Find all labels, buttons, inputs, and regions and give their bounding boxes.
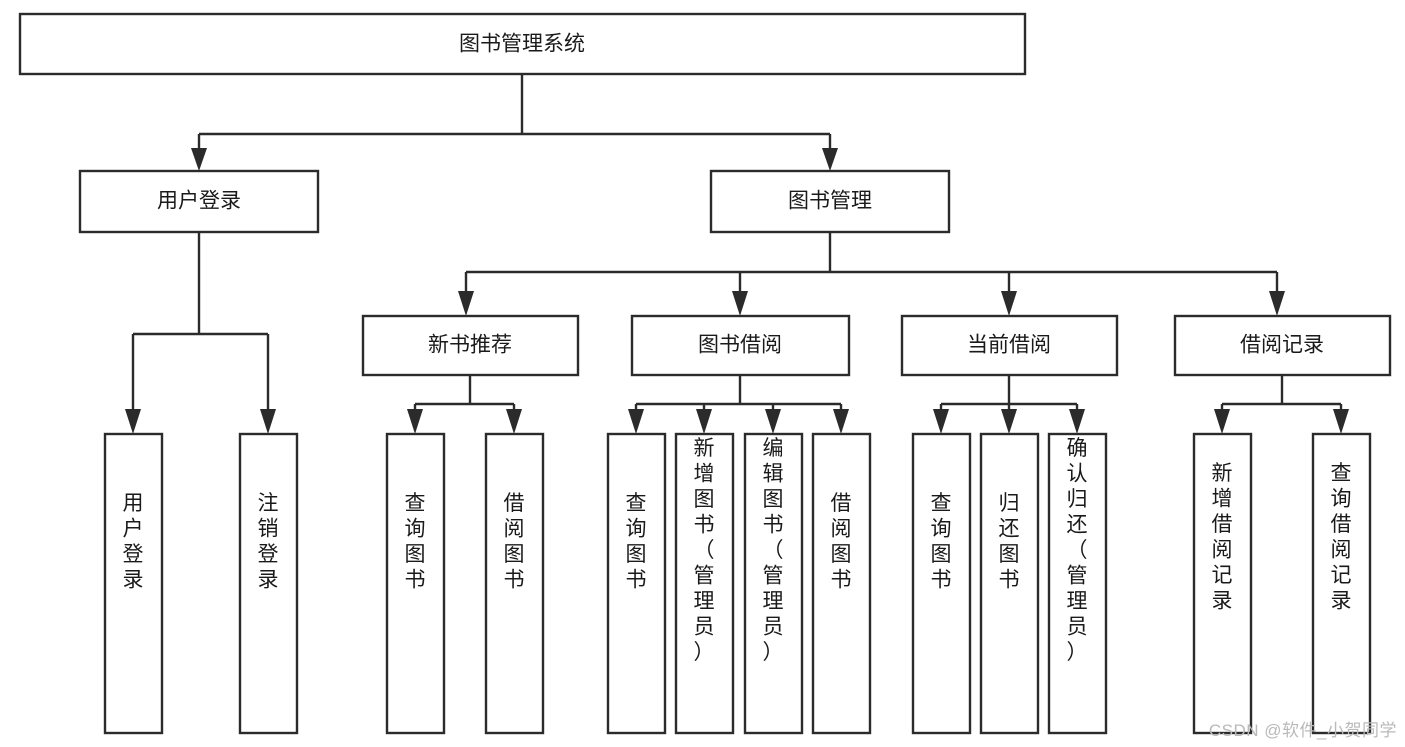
node-borrow-record[interactable]: 借阅记录 xyxy=(1173,314,1392,377)
arrow-to-leaf-add-record xyxy=(1214,409,1230,434)
node-leaf-borrow-book-1[interactable]: 借阅图书 xyxy=(484,432,545,735)
node-borrow-record-box[interactable] xyxy=(1173,314,1392,377)
node-leaf-add-book[interactable]: 新增图书（管理员） xyxy=(674,432,735,735)
node-leaf-user-logout-box[interactable] xyxy=(238,432,299,735)
arrow-to-leaf-add-book xyxy=(696,409,712,434)
node-book-borrow[interactable]: 图书借阅 xyxy=(630,314,851,377)
node-leaf-query-book-2-label: 查询图书 xyxy=(626,492,647,592)
node-new-book-rec-label: 新书推荐 xyxy=(428,334,512,357)
node-leaf-add-book-label: 新增图书（管理员） xyxy=(694,437,715,664)
arrow-to-leaf-user-login xyxy=(125,409,141,434)
node-user-login-box[interactable] xyxy=(78,169,320,234)
node-root-label: 图书管理系统 xyxy=(459,33,585,56)
node-current-borrow-label: 当前借阅 xyxy=(967,334,1051,357)
arrow-to-borrow-record xyxy=(1269,291,1285,316)
node-leaf-add-record-box[interactable] xyxy=(1192,432,1253,735)
node-leaf-query-book-3-box[interactable] xyxy=(911,432,972,735)
arrow-to-leaf-user-logout xyxy=(260,409,276,434)
node-book-borrow-box[interactable] xyxy=(630,314,851,377)
node-leaf-query-book-2-box[interactable] xyxy=(606,432,667,735)
arrow-to-new-book-rec xyxy=(458,291,474,316)
node-leaf-return-book[interactable]: 归还图书 xyxy=(979,432,1040,735)
node-leaf-query-book-1[interactable]: 查询图书 xyxy=(385,432,446,735)
arrow-to-leaf-edit-book xyxy=(765,409,781,434)
node-leaf-edit-book-box[interactable] xyxy=(743,432,804,735)
arrow-to-leaf-query-record xyxy=(1333,409,1349,434)
arrow-to-leaf-borrow-book-2 xyxy=(833,409,849,434)
node-leaf-return-book-label: 归还图书 xyxy=(999,492,1020,592)
arrow-to-book-borrow xyxy=(732,291,748,316)
node-current-borrow-box[interactable] xyxy=(900,314,1119,377)
node-leaf-borrow-book-1-label: 借阅图书 xyxy=(504,492,525,592)
node-leaf-add-record-label: 新增借阅记录 xyxy=(1212,462,1233,613)
node-leaf-confirm-return-label: 确认归还（管理员） xyxy=(1067,437,1088,664)
arrow-to-leaf-return-book xyxy=(1001,409,1017,434)
node-leaf-borrow-book-2[interactable]: 借阅图书 xyxy=(811,432,872,735)
arrow-to-leaf-query-book-2 xyxy=(628,409,644,434)
node-leaf-query-book-2[interactable]: 查询图书 xyxy=(606,432,667,735)
node-leaf-query-record-label: 查询借阅记录 xyxy=(1331,462,1352,613)
node-leaf-query-record[interactable]: 查询借阅记录 xyxy=(1311,432,1372,735)
node-leaf-add-record[interactable]: 新增借阅记录 xyxy=(1192,432,1253,735)
node-book-borrow-label: 图书借阅 xyxy=(698,334,782,357)
node-leaf-confirm-return[interactable]: 确认归还（管理员） xyxy=(1047,432,1108,735)
node-leaf-user-login[interactable]: 用户登录 xyxy=(103,432,164,735)
node-leaf-return-book-box[interactable] xyxy=(979,432,1040,735)
arrow-to-book-manage xyxy=(822,148,838,171)
node-leaf-user-login-box[interactable] xyxy=(103,432,164,735)
arrow-to-user-login xyxy=(191,148,207,171)
arrow-to-current-borrow xyxy=(1001,291,1017,316)
node-new-book-rec[interactable]: 新书推荐 xyxy=(361,314,580,377)
node-new-book-rec-box[interactable] xyxy=(361,314,580,377)
node-leaf-user-logout-label: 注销登录 xyxy=(258,492,279,592)
node-book-manage-label: 图书管理 xyxy=(788,190,872,213)
node-leaf-query-book-1-label: 查询图书 xyxy=(405,492,426,592)
node-leaf-query-book-3[interactable]: 查询图书 xyxy=(911,432,972,735)
node-leaf-add-book-box[interactable] xyxy=(674,432,735,735)
edge-layer xyxy=(125,74,1349,434)
arrow-to-leaf-confirm-return xyxy=(1069,409,1085,434)
node-leaf-edit-book-label: 编辑图书（管理员） xyxy=(763,437,784,664)
node-book-manage[interactable]: 图书管理 xyxy=(709,169,951,234)
node-user-login-label: 用户登录 xyxy=(157,190,241,213)
arrow-to-leaf-query-book-1 xyxy=(407,409,423,434)
node-leaf-query-book-1-box[interactable] xyxy=(385,432,446,735)
node-user-login[interactable]: 用户登录 xyxy=(78,169,320,234)
arrow-to-leaf-query-book-3 xyxy=(933,409,949,434)
node-current-borrow[interactable]: 当前借阅 xyxy=(900,314,1119,377)
node-leaf-user-login-label: 用户登录 xyxy=(123,492,144,592)
node-root[interactable]: 图书管理系统 xyxy=(18,12,1027,76)
node-leaf-query-record-box[interactable] xyxy=(1311,432,1372,735)
node-leaf-confirm-return-box[interactable] xyxy=(1047,432,1108,735)
node-borrow-record-label: 借阅记录 xyxy=(1240,334,1324,357)
node-leaf-edit-book[interactable]: 编辑图书（管理员） xyxy=(743,432,804,735)
node-leaf-borrow-book-2-label: 借阅图书 xyxy=(831,492,852,592)
arrow-to-leaf-borrow-book-1 xyxy=(506,409,522,434)
node-leaf-borrow-book-2-box[interactable] xyxy=(811,432,872,735)
node-book-manage-box[interactable] xyxy=(709,169,951,234)
node-leaf-user-logout[interactable]: 注销登录 xyxy=(238,432,299,735)
node-leaf-borrow-book-1-box[interactable] xyxy=(484,432,545,735)
node-leaf-query-book-3-label: 查询图书 xyxy=(931,492,952,592)
node-root-box[interactable] xyxy=(18,12,1027,76)
